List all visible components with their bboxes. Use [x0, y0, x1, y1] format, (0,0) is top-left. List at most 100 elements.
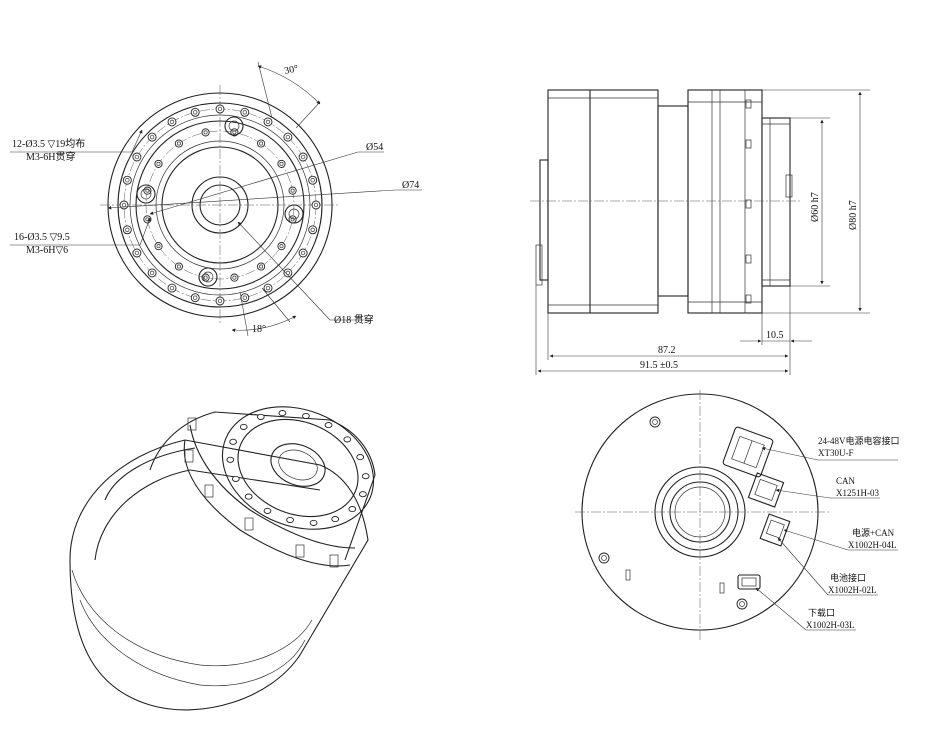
iso-hole-ring [226, 410, 370, 526]
label-power-port-line1: 24-48V电源电容接口 [818, 435, 900, 446]
isometric-view [69, 406, 376, 711]
label-len-87-2: 87.2 [658, 345, 676, 356]
inner-hole-thread [259, 264, 264, 269]
outer-hole [311, 200, 321, 210]
outer-hole [298, 248, 308, 258]
outer-hole [167, 117, 177, 127]
iso-hole [343, 436, 352, 443]
label-battery-port-line2: X1002H-02L [828, 585, 877, 595]
inner-hole [143, 215, 152, 224]
iso-hole [231, 475, 240, 482]
iso-hole [361, 473, 370, 480]
iso-hole [278, 410, 287, 417]
outer-hole [240, 293, 250, 303]
outer-hole [283, 268, 293, 278]
label-download-port-line2: X1002H-03L [806, 620, 855, 630]
outer-hole-thread [125, 227, 130, 232]
inner-hole-thread [176, 141, 181, 146]
inner-hole [154, 159, 163, 168]
outer-hole [283, 132, 293, 142]
connector-power [722, 426, 774, 478]
label-power-can-port-line2: X1002H-04L [848, 540, 897, 550]
outer-hole [215, 104, 225, 114]
outer-hole-thread [310, 227, 315, 232]
iso-hole [239, 423, 248, 430]
inner-hole [277, 242, 286, 251]
label-holes12-line1: 12-Ø3.5 ▽19均布 [12, 138, 85, 150]
outer-hole [122, 225, 132, 235]
inner-hole-thread [232, 275, 237, 280]
outer-hole [240, 107, 250, 117]
outer-hole-thread [149, 134, 155, 140]
outer-hole-thread [169, 285, 175, 291]
inner-hole-thread [156, 244, 161, 249]
inner-hole-thread [279, 161, 284, 166]
iso-hole [229, 438, 237, 445]
iso-hole [256, 413, 265, 420]
connector-power-can [759, 513, 791, 547]
label-dia74: Ø74 [402, 180, 419, 191]
outer-hole-thread [193, 110, 198, 115]
back-view [575, 390, 830, 640]
label-dia54: Ø54 [366, 142, 383, 153]
label-download-port-line1: 下载口 [808, 607, 835, 618]
label-holes12-line2: M3-6H贯穿 [26, 150, 75, 163]
outer-hole [132, 152, 142, 162]
label-dia80: Ø80 h7 [848, 200, 859, 230]
iso-hole [286, 516, 294, 524]
outer-hole-thread [300, 250, 306, 256]
outer-hole-thread [285, 134, 291, 140]
label-holes16-line2: M3-6H▽6 [26, 245, 68, 256]
label-angle-18: 18° [252, 324, 266, 335]
outer-hole-thread [217, 298, 223, 304]
outer-hole [167, 283, 177, 293]
outer-hole-thread [193, 295, 198, 300]
outer-hole [215, 296, 225, 306]
label-battery-port-line1: 电池接口 [830, 572, 866, 583]
label-dia60: Ø60 h7 [810, 192, 821, 222]
side-view-dimensions [535, 89, 870, 375]
outer-hole [263, 283, 273, 293]
inner-hole [201, 128, 210, 137]
iso-hole [309, 519, 318, 526]
inner-hole [230, 273, 239, 282]
back-view-leaders [755, 446, 898, 631]
iso-hole [226, 456, 235, 463]
inner-hole [288, 186, 297, 195]
outer-hole [308, 225, 318, 235]
outer-hole-thread [134, 154, 140, 160]
connector-battery [737, 574, 761, 590]
outer-hole-thread [149, 270, 155, 276]
front-view [100, 85, 340, 325]
connector-can [747, 472, 785, 508]
outer-hole-thread [134, 250, 140, 256]
inner-hole [257, 262, 266, 271]
inner-hole-thread [279, 244, 284, 249]
outer-hole [147, 268, 157, 278]
outer-hole [190, 107, 200, 117]
iso-hole [356, 454, 365, 461]
outer-hole-thread [242, 295, 247, 300]
outer-hole-thread [217, 106, 223, 112]
label-holes16-line1: 16-Ø3.5 ▽9.5 [14, 232, 70, 243]
iso-hole [348, 506, 357, 513]
iso-hole [263, 507, 272, 514]
iso-hole [244, 493, 253, 500]
outer-hole-thread [265, 285, 271, 291]
outer-hole-thread [310, 178, 315, 183]
label-angle-30: 30° [283, 63, 299, 77]
outer-hole-thread [300, 154, 306, 160]
iso-hole [331, 516, 340, 523]
label-can-port-line1: CAN [836, 476, 856, 486]
outer-hole-thread [313, 202, 319, 208]
iso-hole [359, 491, 367, 498]
label-len-91-5: 91.5 ±0.5 [640, 360, 678, 371]
label-dia18: Ø18 贯穿 [334, 313, 374, 326]
inner-hole [174, 139, 183, 148]
inner-hole-thread [203, 130, 208, 135]
inner-hole-thread [290, 217, 295, 222]
outer-hole [190, 293, 200, 303]
inner-hole-thread [156, 161, 161, 166]
outer-hole [119, 200, 129, 210]
